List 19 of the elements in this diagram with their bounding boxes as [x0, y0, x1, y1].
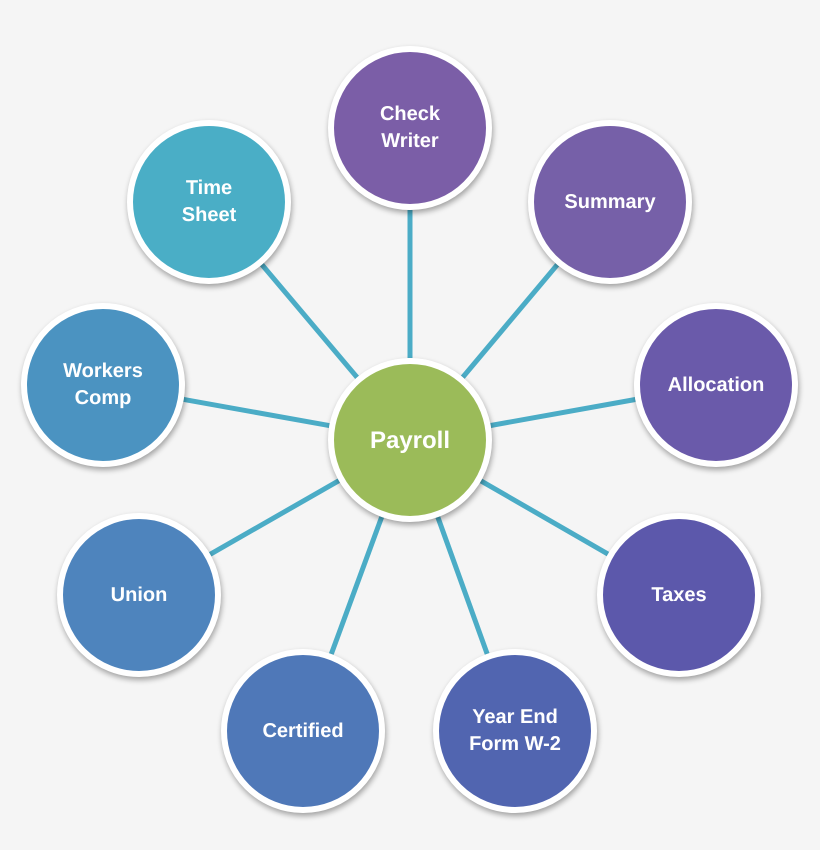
node-label: Certified	[261, 718, 345, 744]
node-label: Payroll	[368, 426, 452, 454]
connector-line	[460, 263, 560, 379]
connector-line	[408, 210, 412, 358]
connector-line	[208, 478, 340, 556]
connector-line	[328, 516, 384, 655]
connector-line	[183, 397, 330, 428]
node-label: Union	[110, 582, 168, 608]
connector-line	[260, 263, 359, 379]
connector-line	[490, 397, 636, 428]
node-label: Workers Comp	[62, 359, 144, 411]
node-label: Taxes	[650, 582, 708, 608]
node-label: Time Sheet	[180, 176, 238, 228]
node-label: Check Writer	[378, 102, 442, 154]
node-label: Allocation	[666, 372, 766, 398]
node-label: Summary	[563, 190, 657, 214]
connector-line	[435, 516, 490, 655]
connector-line	[480, 478, 610, 556]
node-label: Year End Form W-2	[468, 705, 562, 757]
